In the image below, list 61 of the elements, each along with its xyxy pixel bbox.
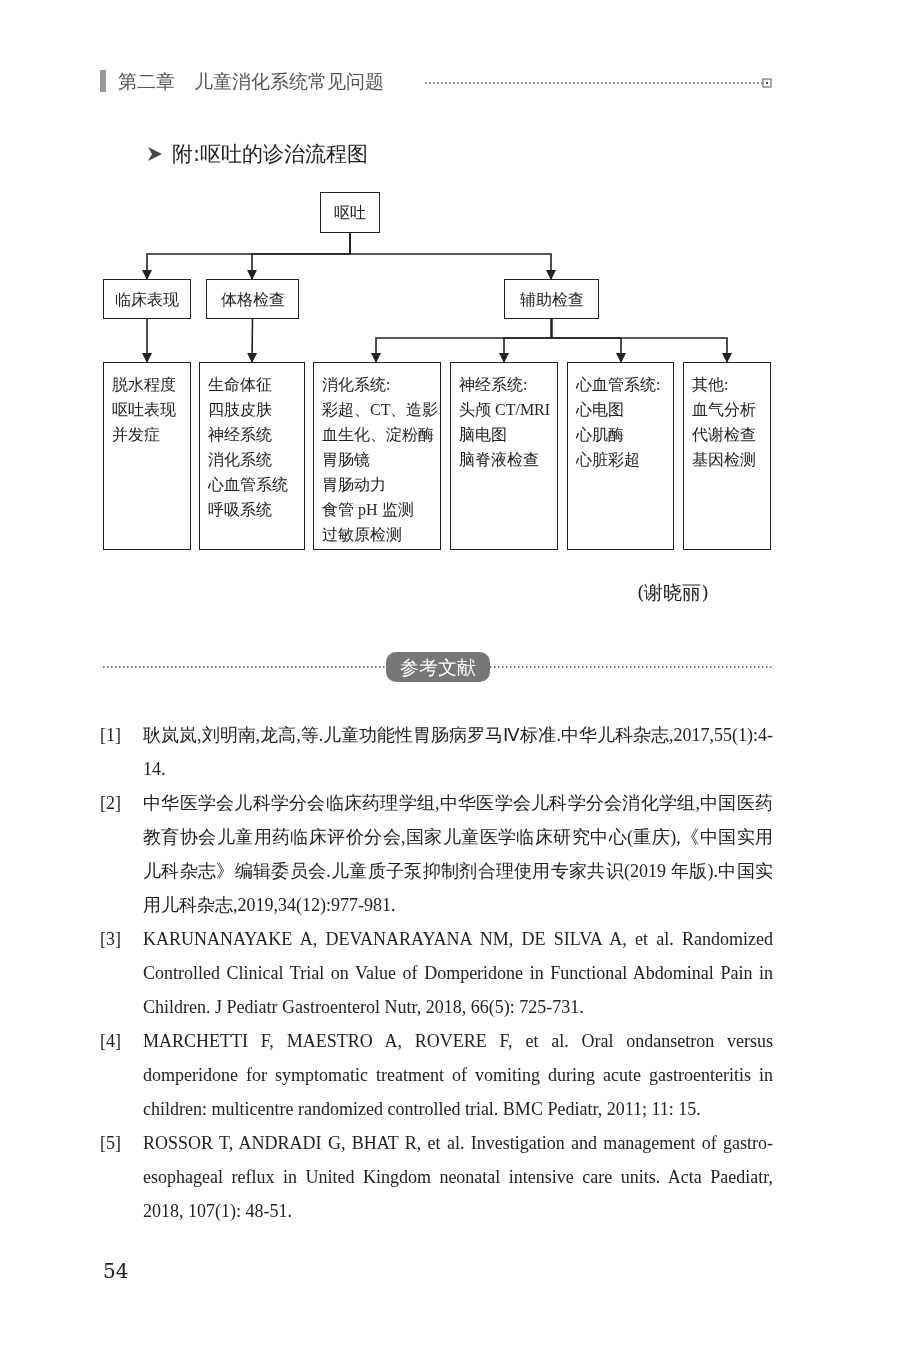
list-box (683, 362, 771, 550)
reference-text: ROSSOR T, ANDRADI G, BHAT R, et al. Investigation and management of gastro-esophageal reflux in United Kingdom neonatal intensive care units. Acta Paediatr, 2018, 107(1): 48-51. (143, 1132, 773, 1223)
process-box (320, 192, 380, 233)
list-item: 血生化、淀粉酶 (322, 425, 435, 445)
list-item: 头颅 CT/MRI (459, 400, 552, 420)
list-item: 脑电图 (459, 425, 508, 445)
chapter-header: 第二章 儿童消化系统常见问题 (118, 69, 384, 94)
node-label: 呕吐 (334, 203, 366, 223)
section-heading: 参考文献 (386, 652, 490, 682)
list-item: 过敏原检测 (322, 525, 403, 545)
node-label: 体格检查 (220, 289, 285, 310)
list-item: 神经系统 (208, 425, 273, 445)
list-item: 心脏彩超 (576, 450, 641, 470)
list-item: 胃肠镜 (322, 450, 371, 470)
page-number: 54 (103, 1258, 129, 1285)
list-item: 胃肠动力 (322, 475, 387, 495)
arrow (247, 318, 258, 363)
list-item: 其他: (692, 375, 730, 395)
reference-text: KARUNANAYAKE A, DEVANARAYANA NM, DE SILVA A, et al. Randomized Controlled Clinical Trial on Value of Domperidone in Functional Abdominal Pain in Children. J Pediatr Gastroenterol Nutr, 2018, 66(5): 725-731. (143, 928, 773, 1019)
list-item: 并发症 (112, 425, 161, 445)
node-label: 辅助检查 (519, 289, 584, 310)
title: 附:呕吐的诊治流程图 (172, 141, 369, 168)
reference-text: 中华医学会儿科学分会临床药理学组,中华医学会儿科学分会消化学组,中国医药教育协会儿童用药临床评价分会,国家儿童医学临床研究中心(重庆),《中国实用儿科杂志》编辑委员会.儿童质子泵抑制剂合理使用专家共识(2019 年版).中国实用儿科杂志,2019,34(12):977-981. (143, 792, 773, 917)
reference-number: [5] (100, 1132, 121, 1155)
list-item: 代谢检查 (692, 425, 757, 445)
reference-number: [3] (100, 928, 121, 951)
list-item: 心血管系统 (208, 475, 289, 495)
reference-number: [1] (100, 724, 121, 747)
list-box (103, 362, 191, 550)
list-item: 脑脊液检查 (459, 450, 540, 470)
arrow (550, 318, 732, 363)
list-item: 心电图 (576, 400, 625, 420)
list-box (450, 362, 558, 550)
list-item: 脱水程度 (112, 375, 177, 395)
list-item: 基因检测 (692, 450, 757, 470)
process-box (206, 279, 299, 319)
list-item: 彩超、CT、造影 (322, 400, 440, 420)
list-item: 消化系统: (322, 375, 392, 395)
list-box (567, 362, 674, 550)
list-item: 食管 pH 监测 (322, 500, 415, 521)
list-box (313, 362, 441, 550)
author-note: (谢晓丽) (637, 580, 709, 605)
node-label: 临床表现 (115, 289, 179, 310)
list-item: 心血管系统: (576, 375, 662, 395)
list-item: 血气分析 (692, 400, 757, 420)
arrow (142, 318, 152, 363)
list-item: 神经系统: (459, 375, 529, 395)
process-box (504, 279, 599, 319)
list-item: 生命体征 (208, 375, 273, 395)
list-item: 呼吸系统 (208, 500, 273, 520)
reference-number: [4] (100, 1030, 121, 1053)
list-item: 心肌酶 (576, 425, 625, 445)
list-item: 四肢皮肤 (208, 400, 273, 420)
reference-text: MARCHETTI F, MAESTRO A, ROVERE F, et al. Oral ondansetron versus domperidone for symptomatic treatment of vomiting during acute gastroenteritis in children: multicentre randomized controlled trial. BMC Pediatr, 2011; 11: 15. (143, 1030, 773, 1121)
process-box (103, 279, 191, 319)
reference-number: [2] (100, 792, 121, 815)
list-item: 消化系统 (208, 450, 273, 470)
list-box (199, 362, 305, 550)
reference-text: 耿岚岚,刘明南,龙高,等.儿童功能性胃肠病罗马Ⅳ标准.中华儿科杂志,2017,55(1):4-14. (143, 724, 773, 781)
list-item: 呕吐表现 (112, 400, 177, 420)
arrow (349, 232, 556, 280)
